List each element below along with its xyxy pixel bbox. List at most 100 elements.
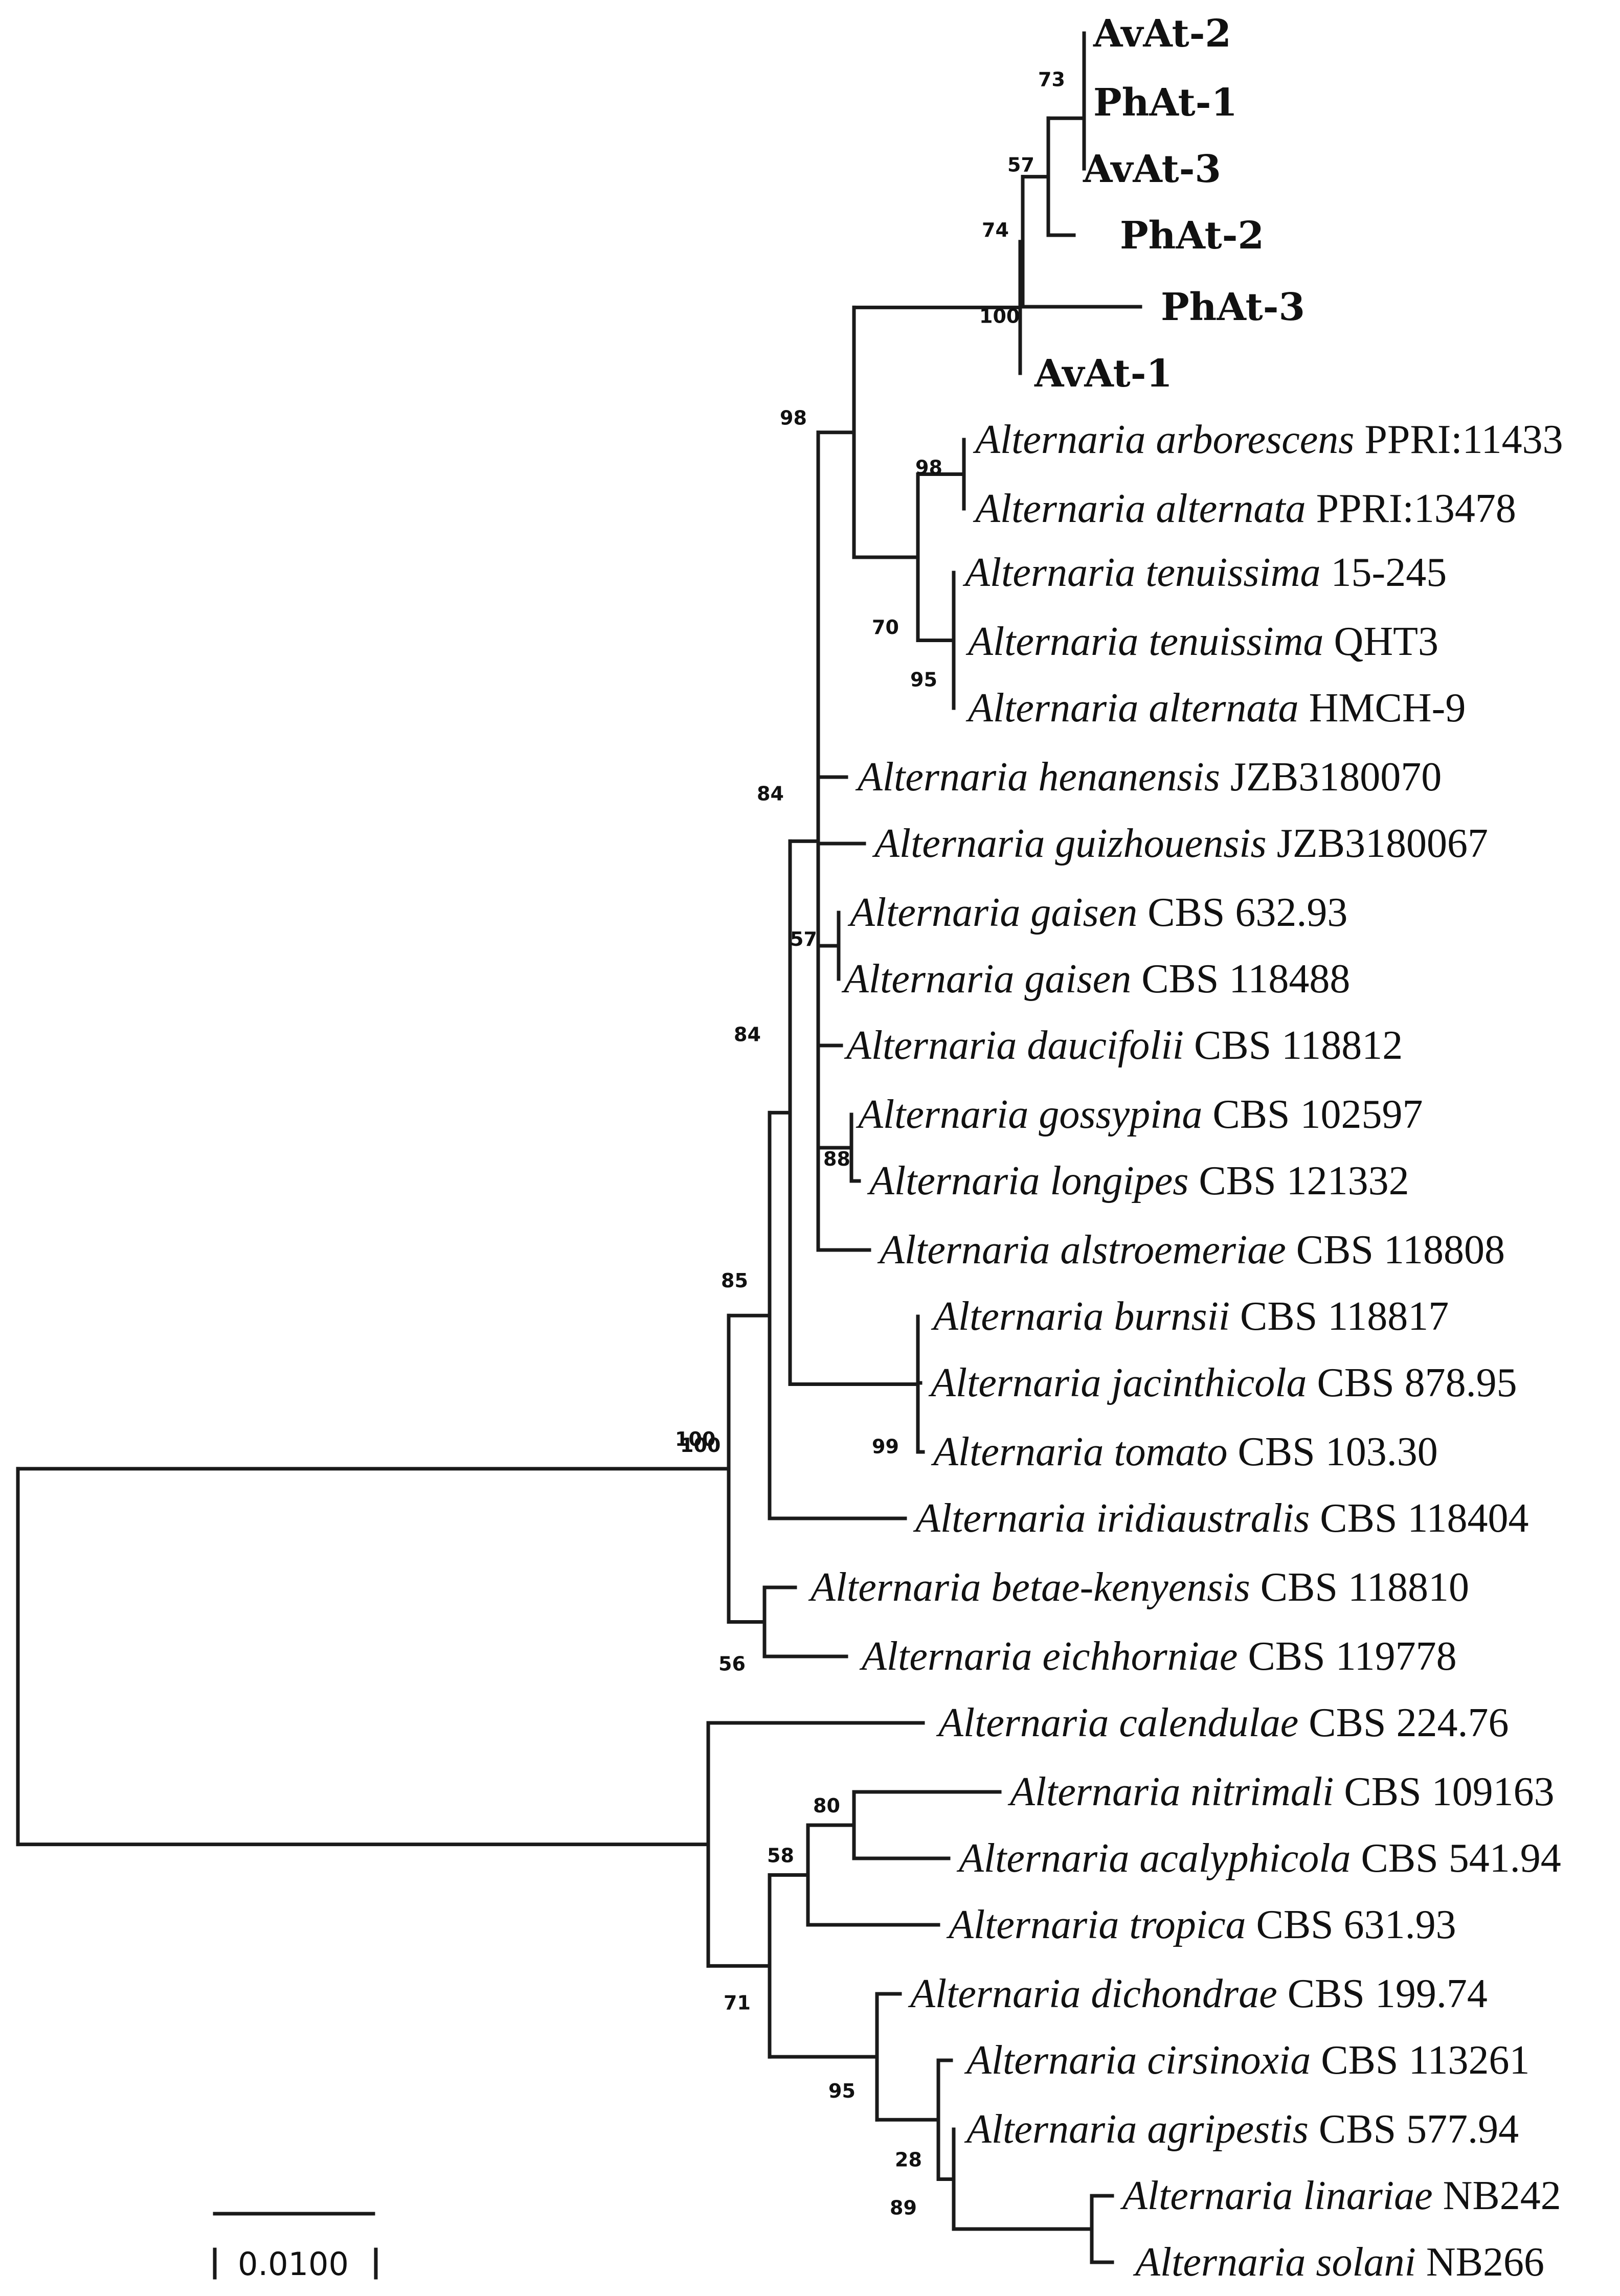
taxon-species: Alternaria linariae <box>1120 2173 1433 2218</box>
taxon-label-t23: Alternaria iridiaustralis CBS 118404 <box>913 1496 1528 1541</box>
taxon-strain: CBS 631.93 <box>1246 1902 1456 1947</box>
taxon-label-t11: Alternaria alternata HMCH-9 <box>965 686 1466 731</box>
taxon-strain: CBS 113261 <box>1311 2038 1529 2083</box>
taxon-label-t9: Alternaria tenuissima 15-245 <box>962 550 1447 595</box>
taxon-label-t3: AvAt-3 <box>1083 147 1221 191</box>
bootstrap-n14: 84 <box>734 1023 761 1045</box>
taxon-species: Alternaria cirsinoxia <box>964 2038 1311 2083</box>
taxon-strain: CBS 224.76 <box>1298 1700 1509 1745</box>
taxon-label-t1: AvAt-2 <box>1093 12 1231 56</box>
taxon-species: Alternaria henanensis <box>855 755 1220 800</box>
taxon-strain: CBS 121332 <box>1188 1158 1409 1203</box>
taxon-strain: 15-245 <box>1321 550 1447 595</box>
taxon-label-t28: Alternaria acalyphicola CBS 541.94 <box>956 1836 1561 1881</box>
bootstrap-n5: 100 <box>979 305 1020 327</box>
taxon-strain: CBS 541.94 <box>1351 1836 1561 1881</box>
taxon-species: Alternaria daucifolii <box>844 1023 1184 1068</box>
taxon-label-t15: Alternaria gaisen CBS 118488 <box>841 957 1350 1002</box>
taxon-strain: CBS 118812 <box>1184 1023 1403 1068</box>
taxon-strain: QHT3 <box>1324 619 1438 664</box>
taxon-label-t7: Alternaria arborescens PPRI:11433 <box>973 417 1563 462</box>
scale-bar: 0.0100 <box>213 2212 378 2283</box>
taxon-strain: CBS 577.94 <box>1309 2107 1519 2152</box>
taxon-labels: AvAt-2PhAt-1AvAt-3PhAt-2PhAt-3AvAt-1Alte… <box>808 12 1563 2285</box>
bootstrap-n23: 95 <box>828 2080 856 2102</box>
taxon-label-t16: Alternaria daucifolii CBS 118812 <box>844 1023 1403 1068</box>
taxon-label-t26: Alternaria calendulae CBS 224.76 <box>936 1700 1509 1745</box>
bootstrap-n12: 84 <box>757 782 784 805</box>
taxon-label-t31: Alternaria cirsinoxia CBS 113261 <box>964 2038 1530 2083</box>
taxon-strain: CBS 199.74 <box>1277 1971 1488 2016</box>
taxon-label-t25: Alternaria eichhorniae CBS 119778 <box>859 1634 1457 1679</box>
taxon-species: Alternaria agripestis <box>964 2107 1309 2152</box>
taxon-species: Alternaria tropica <box>946 1902 1246 1947</box>
taxon-species: Alternaria calendulae <box>936 1700 1298 1745</box>
bootstrap-n21: 28 <box>895 2149 922 2171</box>
taxon-strain: PPRI:11433 <box>1354 417 1563 462</box>
taxon-species: Alternaria acalyphicola <box>956 1836 1351 1881</box>
scale-bar-label: 0.0100 <box>238 2245 349 2283</box>
taxon-species: Alternaria alternata <box>973 486 1306 531</box>
taxon-species: Alternaria arborescens <box>973 417 1354 462</box>
bootstrap-n7: 95 <box>910 669 937 691</box>
taxon-strain: CBS 109163 <box>1334 1769 1554 1814</box>
taxon-label-t30: Alternaria dichondrae CBS 199.74 <box>908 1971 1488 2016</box>
taxon-label-t5: PhAt-3 <box>1161 285 1305 329</box>
taxon-label-t19: Alternaria alstroemeriae CBS 118808 <box>877 1227 1505 1272</box>
taxon-species: Alternaria solani <box>1133 2240 1416 2285</box>
taxon-species: Alternaria burnsii <box>931 1294 1230 1339</box>
taxon-label-t27: Alternaria nitrimali CBS 109163 <box>1007 1769 1555 1814</box>
taxon-label-t18: Alternaria longipes CBS 121332 <box>867 1158 1409 1203</box>
bootstrap-n17: 100 <box>675 1428 715 1450</box>
taxon-label-t33: Alternaria linariae NB242 <box>1120 2173 1561 2218</box>
taxon-strain: HMCH-9 <box>1299 686 1466 731</box>
taxon-label-t24: Alternaria betae-kenyensis CBS 118810 <box>808 1565 1469 1610</box>
taxon-label-t22: Alternaria tomato CBS 103.30 <box>931 1429 1438 1474</box>
bootstrap-n13: 99 <box>872 1436 899 1458</box>
bootstrap-n9: 98 <box>780 407 807 429</box>
taxon-label-t29: Alternaria tropica CBS 631.93 <box>946 1902 1456 1947</box>
taxon-species: Alternaria tenuissima <box>965 619 1324 664</box>
taxon-species: Alternaria betae-kenyensis <box>808 1565 1250 1610</box>
bootstrap-root-upper: 100 <box>680 1434 721 1457</box>
bootstrap-n24: 71 <box>724 1991 751 2014</box>
taxon-strain: NB266 <box>1416 2240 1544 2285</box>
bootstrap-n1: 73 <box>1038 69 1065 91</box>
taxon-strain: CBS 102597 <box>1202 1092 1423 1137</box>
taxon-species: Alternaria guizhouensis <box>872 821 1267 866</box>
taxon-strain: CBS 118810 <box>1250 1565 1469 1610</box>
taxon-label-t13: Alternaria guizhouensis JZB3180067 <box>872 821 1488 866</box>
taxon-strain: CBS 118817 <box>1230 1294 1449 1339</box>
taxon-strain: CBS 119778 <box>1238 1634 1456 1679</box>
taxon-strain: CBS 118808 <box>1286 1227 1505 1272</box>
bootstrap-n8: 70 <box>872 616 899 639</box>
bootstrap-n4: 74 <box>982 219 1009 241</box>
taxon-species: Alternaria tenuissima <box>962 550 1321 595</box>
taxon-strain: CBS 118488 <box>1131 957 1350 1002</box>
taxon-species: Alternaria tomato <box>931 1429 1228 1474</box>
taxon-species: Alternaria alstroemeriae <box>877 1227 1286 1272</box>
taxon-species: Alternaria gossypina <box>856 1092 1202 1137</box>
bootstrap-n22: 89 <box>890 2196 917 2219</box>
bootstrap-n10: 57 <box>790 928 817 950</box>
taxon-strain: CBS 632.93 <box>1137 890 1347 935</box>
taxon-label-t21: Alternaria jacinthicola CBS 878.95 <box>928 1360 1517 1405</box>
taxon-label-t2: PhAt-1 <box>1093 81 1238 125</box>
taxon-species: Alternaria nitrimali <box>1007 1769 1334 1814</box>
taxon-label-t10: Alternaria tenuissima QHT3 <box>965 619 1438 664</box>
bootstrap-n3: 57 <box>1007 154 1034 176</box>
taxon-label-t14: Alternaria gaisen CBS 632.93 <box>847 890 1347 935</box>
taxon-species: Alternaria longipes <box>867 1158 1188 1203</box>
taxon-species: Alternaria eichhorniae <box>859 1634 1238 1679</box>
taxon-strain: NB242 <box>1433 2173 1561 2218</box>
bootstrap-n6: 98 <box>915 457 942 479</box>
taxon-strain: CBS 118404 <box>1310 1496 1528 1541</box>
taxon-species: Alternaria dichondrae <box>908 1971 1277 2016</box>
bootstrap-n11: 88 <box>823 1148 850 1170</box>
taxon-strain: PPRI:13478 <box>1306 486 1516 531</box>
taxon-strain: JZB3180070 <box>1220 755 1442 800</box>
bootstrap-labels: 7357741009895709857888499848556100805897… <box>675 69 1065 2219</box>
taxon-label-t34: Alternaria solani NB266 <box>1133 2240 1544 2285</box>
taxon-strain: CBS 878.95 <box>1307 1360 1517 1405</box>
